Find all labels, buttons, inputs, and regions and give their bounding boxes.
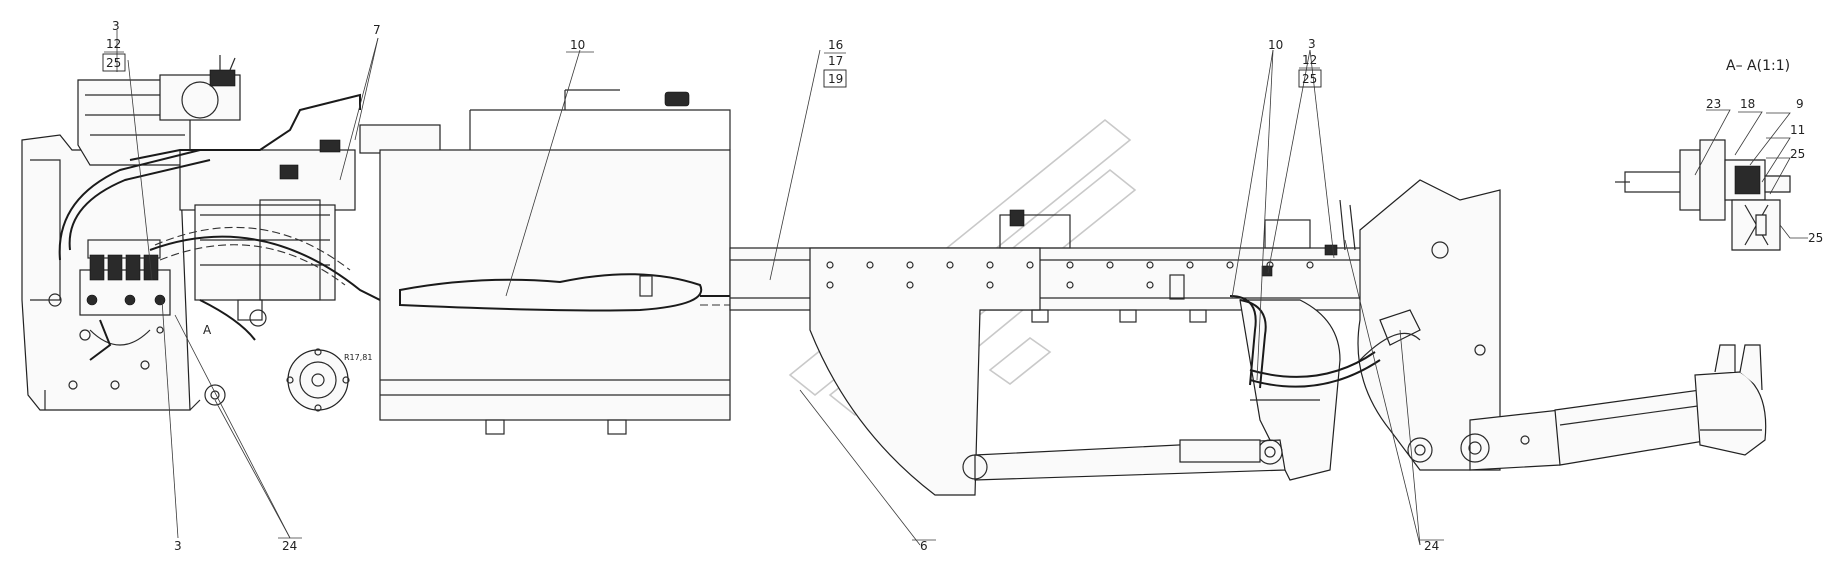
- section-aa-detail: [1615, 139, 1791, 251]
- callout-25: 25: [106, 56, 121, 70]
- frame-rail: [729, 209, 1371, 496]
- callout-17: 17: [828, 54, 843, 68]
- callout-18: 18: [1740, 97, 1755, 111]
- callout-24: 24: [1424, 539, 1439, 553]
- dimension-stamp: R17,81: [344, 353, 372, 362]
- callout-11: 11: [1790, 123, 1805, 137]
- hydraulic-lines-right: [1229, 199, 1356, 389]
- callout-9: 9: [1796, 97, 1804, 111]
- callout-7: 7: [373, 23, 381, 37]
- callout-25: 25: [1808, 231, 1823, 245]
- callout-10: 10: [570, 38, 585, 52]
- hydraulic-lines-left: [58, 93, 441, 361]
- rear-axle-housing: [1239, 179, 1501, 481]
- callout-25: 25: [1302, 72, 1317, 86]
- leader-lines: [116, 30, 1808, 546]
- callout-10: 10: [1268, 38, 1283, 52]
- callout-19: 19: [828, 72, 843, 86]
- callout-23: 23: [1706, 97, 1721, 111]
- callout-12: 12: [106, 37, 121, 51]
- callout-3: 3: [112, 19, 120, 33]
- callout-3: 3: [174, 539, 182, 553]
- callout-24: 24: [282, 539, 297, 553]
- callout-25: 25: [1790, 147, 1805, 161]
- callout-6: 6: [920, 539, 928, 553]
- control-valve-block: [79, 239, 171, 316]
- section-title: A– A(1:1): [1726, 58, 1790, 74]
- lower-link: [962, 344, 1767, 481]
- callout-12: 12: [1302, 53, 1317, 67]
- pump-flange: [204, 348, 350, 412]
- callout-16: 16: [828, 38, 843, 52]
- pump-unit: [77, 55, 356, 327]
- callout-3: 3: [1308, 37, 1316, 51]
- view-marker-a: A: [203, 323, 212, 337]
- callout-labels: 3 12 25 7 10 16 17 19 10 3 12 25 3 24 6 …: [102, 19, 1823, 553]
